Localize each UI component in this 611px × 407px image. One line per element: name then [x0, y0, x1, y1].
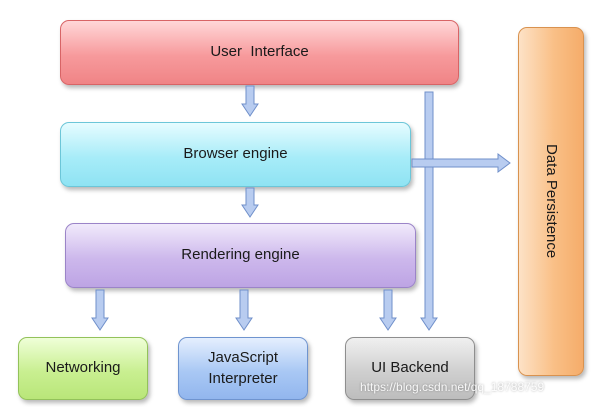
browser-engine-box: Browser engine [60, 122, 411, 187]
rendering-engine-label: Rendering engine [181, 246, 300, 264]
networking-label: Networking [45, 359, 121, 377]
data-persistence-box: Data Persistence [518, 27, 584, 376]
arrow-browser-to-rendering [241, 187, 259, 218]
rendering-engine-box: Rendering engine [65, 223, 416, 288]
arrow-browser-to-data-persistence [411, 153, 511, 173]
javascript-interpreter-line1: JavaScript [207, 349, 279, 367]
data-persistence-label: Data Persistence [543, 144, 561, 259]
watermark-text: https://blog.csdn.net/qq_18788759 [360, 380, 545, 394]
browser-engine-label: Browser engine [183, 145, 288, 163]
javascript-interpreter-line2: Interpreter [208, 369, 278, 387]
javascript-interpreter-label: JavaScript Interpreter [208, 348, 278, 389]
arrow-rendering-to-ui-backend [379, 289, 397, 331]
networking-box: Networking [18, 337, 148, 400]
arrow-rendering-to-javascript [235, 289, 253, 331]
user-interface-label: User Interface [210, 43, 309, 61]
arrow-ui-to-browser [241, 85, 259, 117]
user-interface-box: User Interface [60, 20, 459, 85]
javascript-interpreter-box: JavaScript Interpreter [178, 337, 308, 400]
ui-backend-label: UI Backend [371, 359, 449, 377]
arrow-ui-to-ui-backend [420, 91, 438, 331]
ui-backend-box: UI Backend [345, 337, 475, 400]
arrow-rendering-to-networking [91, 289, 109, 331]
